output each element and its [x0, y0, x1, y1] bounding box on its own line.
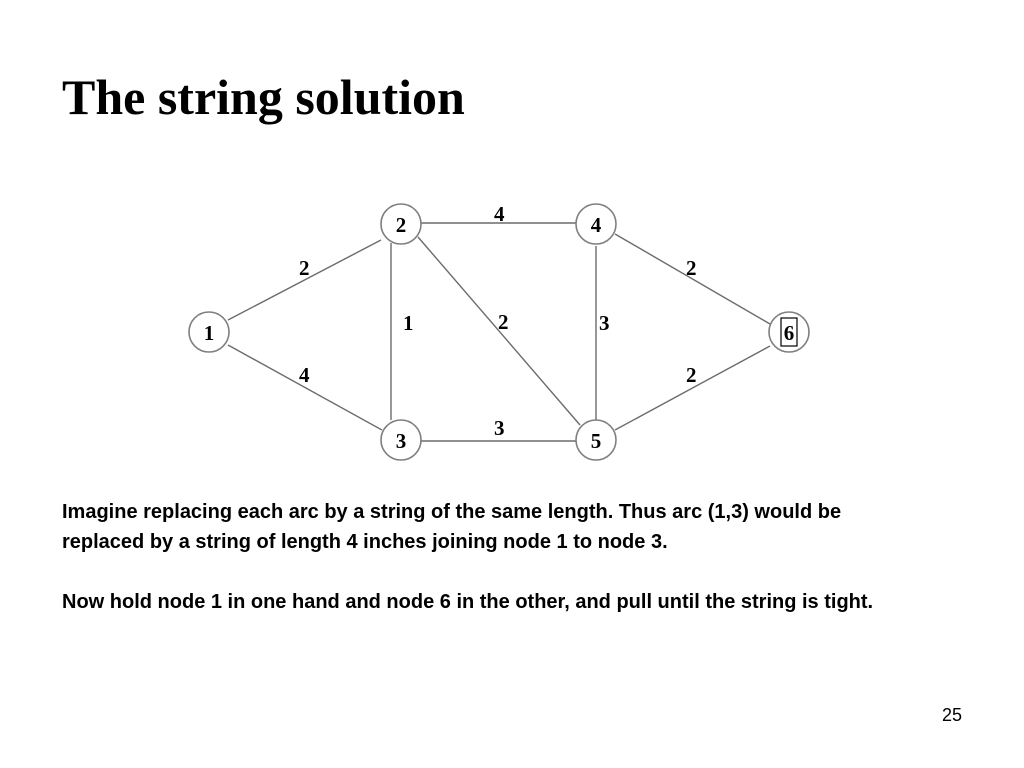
edge-5-6 — [614, 345, 771, 431]
nodes: 1 2 3 4 5 6 — [188, 203, 810, 461]
node-label-2: 2 — [396, 213, 407, 237]
edge-weight-5-6: 2 — [686, 363, 697, 387]
edges — [227, 222, 771, 442]
paragraph-string-replacement: Imagine replacing each arc by a string o… — [62, 501, 842, 553]
edge-4-6 — [614, 233, 771, 325]
edge-weight-1-2: 2 — [299, 256, 310, 280]
edge-weight-1-3: 4 — [299, 363, 310, 387]
node-5: 5 — [575, 419, 617, 461]
node-label-6: 6 — [784, 321, 795, 345]
edge-1-3 — [227, 344, 383, 431]
node-6: 6 — [768, 311, 810, 353]
edge-2-5 — [417, 236, 581, 426]
edge-weight-2-4: 4 — [494, 202, 505, 226]
edge-weight-4-5: 3 — [599, 311, 610, 335]
node-label-5: 5 — [591, 429, 602, 453]
node-label-4: 4 — [591, 213, 602, 237]
edge-weight-4-6: 2 — [686, 256, 697, 280]
node-4: 4 — [575, 203, 617, 245]
node-label-3: 3 — [396, 429, 407, 453]
edge-weight-2-3: 1 — [403, 311, 414, 335]
node-3: 3 — [380, 419, 422, 461]
node-2: 2 — [380, 203, 422, 245]
paragraph-pull-tight: Now hold node 1 in one hand and node 6 i… — [62, 591, 874, 613]
edge-1-2 — [227, 239, 382, 321]
slide-body: Imagine replacing each arc by a string o… — [62, 497, 902, 617]
node-label-1: 1 — [204, 321, 215, 345]
edge-weight-3-5: 3 — [494, 416, 505, 440]
node-1: 1 — [188, 311, 230, 353]
page-number: 25 — [941, 705, 962, 725]
node-6-highlight-box — [780, 317, 798, 347]
slide-title: The string solution — [62, 69, 465, 125]
edge-weights: 2 4 1 4 2 3 3 2 2 — [299, 202, 697, 440]
edge-weight-2-5: 2 — [498, 310, 509, 334]
